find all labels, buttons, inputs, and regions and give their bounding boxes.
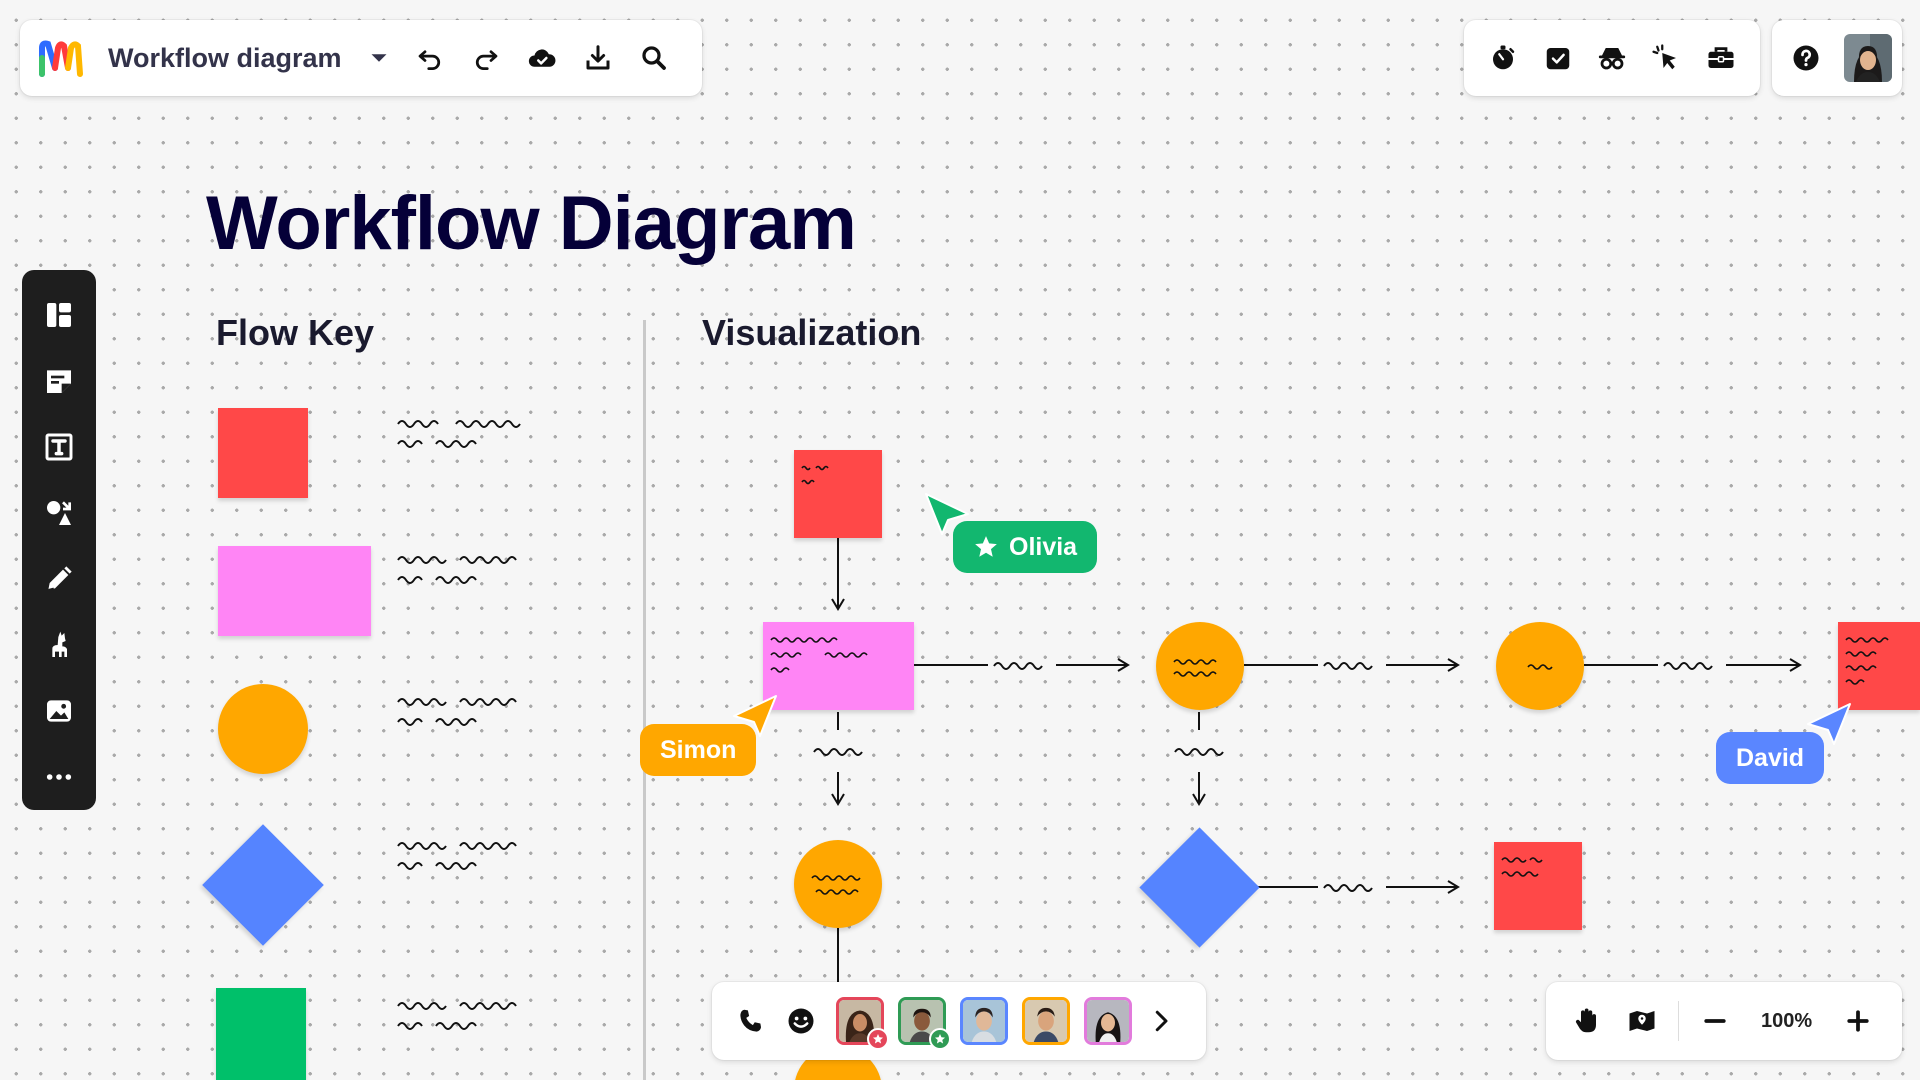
sticky-note-icon[interactable]: [31, 348, 87, 414]
map-icon[interactable]: [1614, 993, 1670, 1049]
star-icon: [867, 1028, 889, 1050]
board-heading: Workflow Diagram: [206, 181, 857, 266]
key-pink-rectangle[interactable]: [218, 546, 371, 636]
board-menu-chevron-icon[interactable]: [356, 30, 402, 86]
cursor-label-simon: Simon: [640, 724, 757, 776]
image-icon[interactable]: [31, 678, 87, 744]
cursor-label-david: David: [1716, 732, 1825, 784]
timer-icon[interactable]: [1476, 30, 1530, 86]
cursor-follow-icon[interactable]: [1639, 30, 1693, 86]
pen-icon[interactable]: [31, 546, 87, 612]
participant-avatar-1[interactable]: [836, 997, 889, 1050]
participant-avatar-4[interactable]: [1022, 997, 1070, 1045]
participant-avatar-2[interactable]: [898, 997, 951, 1050]
star-icon: [929, 1028, 951, 1050]
export-icon[interactable]: [570, 30, 626, 86]
cursor-name-david: David: [1736, 743, 1805, 772]
search-icon[interactable]: [626, 30, 682, 86]
redo-icon[interactable]: [458, 30, 514, 86]
account-toolbar: [1772, 20, 1902, 96]
zoom-in-icon[interactable]: [1830, 993, 1886, 1049]
flow-key-title: Flow Key: [216, 312, 375, 353]
participant-avatar-5[interactable]: [1084, 997, 1132, 1045]
olivia-cursor-icon: [925, 493, 969, 535]
private-mode-icon[interactable]: [1585, 30, 1639, 86]
cursor-label-olivia: Olivia: [953, 521, 1098, 573]
key-description-1: [397, 420, 521, 448]
participant-avatar-3[interactable]: [960, 997, 1008, 1045]
key-green-rectangle[interactable]: [216, 988, 306, 1080]
undo-icon[interactable]: [402, 30, 458, 86]
creation-toolbar: [22, 270, 96, 810]
zoom-divider: [1678, 1001, 1679, 1041]
key-description-2: [397, 556, 517, 584]
key-orange-circle[interactable]: [218, 684, 308, 774]
voting-icon[interactable]: [1530, 30, 1584, 86]
star-icon: [975, 536, 997, 557]
simon-cursor-icon: [733, 695, 777, 737]
reaction-icon[interactable]: [776, 993, 826, 1049]
key-blue-diamond[interactable]: [202, 824, 324, 946]
phone-icon[interactable]: [726, 993, 776, 1049]
more-participants-chevron-icon[interactable]: [1146, 993, 1176, 1049]
viz-pink-process[interactable]: [763, 622, 914, 710]
visualization-title: Visualization: [702, 312, 922, 353]
cursor-name-olivia: Olivia: [1009, 532, 1078, 561]
zoom-out-icon[interactable]: [1687, 993, 1743, 1049]
call-bar: [712, 982, 1206, 1060]
viz-orange-circle-2[interactable]: [1496, 622, 1584, 710]
board-title[interactable]: Workflow diagram: [108, 42, 342, 73]
key-description-4: [397, 842, 517, 870]
section-divider: [643, 320, 646, 1080]
collaboration-toolbar: [1464, 20, 1760, 96]
viz-orange-circle-1[interactable]: [1156, 622, 1244, 710]
viz-red-note-right[interactable]: [1838, 622, 1920, 710]
key-red-rectangle[interactable]: [218, 408, 308, 498]
key-description-5: [397, 1002, 517, 1030]
templates-icon[interactable]: [31, 282, 87, 348]
board-toolbar: Workflow diagram: [20, 20, 702, 96]
shapes-icon[interactable]: [31, 480, 87, 546]
miro-logo[interactable]: [38, 38, 86, 78]
zoom-bar: 100%: [1546, 982, 1902, 1060]
cloud-saved-icon[interactable]: [514, 30, 570, 86]
viz-red-note-top[interactable]: [794, 450, 882, 538]
key-description-3: [397, 698, 517, 726]
cursor-name-simon: Simon: [660, 735, 737, 764]
viz-red-note-bottom[interactable]: [1494, 842, 1582, 930]
more-icon[interactable]: [31, 744, 87, 810]
hand-tool-icon[interactable]: [1558, 993, 1614, 1049]
llama-icon[interactable]: [31, 612, 87, 678]
david-cursor-icon: [1807, 703, 1851, 745]
viz-orange-circle-3[interactable]: [794, 840, 882, 928]
toolbox-icon[interactable]: [1694, 30, 1748, 86]
current-user-avatar[interactable]: [1844, 34, 1892, 82]
help-icon[interactable]: [1782, 30, 1830, 86]
text-icon[interactable]: [31, 414, 87, 480]
viz-blue-decision[interactable]: [1139, 827, 1260, 948]
zoom-level[interactable]: 100%: [1761, 1009, 1813, 1032]
